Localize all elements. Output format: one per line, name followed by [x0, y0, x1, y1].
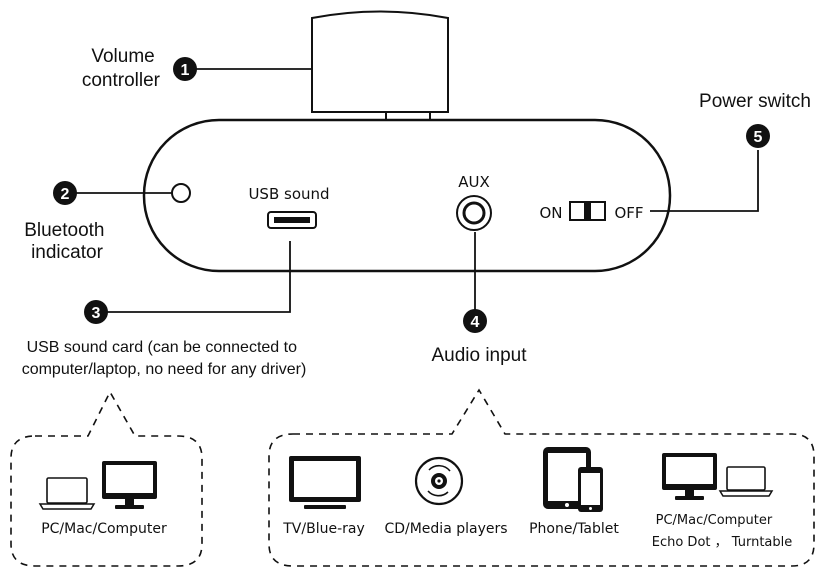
callout-2: 2: [53, 181, 77, 205]
tv-icon: [289, 456, 361, 509]
aux-port: [456, 195, 492, 231]
laptop-icon: [38, 477, 96, 510]
callout-1: 1: [173, 57, 197, 81]
tv-label: TV/Blue-ray: [282, 521, 365, 537]
volume-controller-label: Volume controller: [82, 46, 161, 91]
switch-off-label: OFF: [614, 204, 643, 222]
power-switch: [569, 201, 606, 221]
power-switch-label: Power switch: [699, 91, 811, 112]
phone-tablet-icon: [543, 447, 603, 512]
callout-4: 4: [463, 309, 487, 333]
usb-devices-bubble: [10, 390, 203, 567]
cd-icon: [414, 456, 464, 506]
svg-text:3: 3: [92, 305, 101, 322]
volume-knob: [311, 10, 449, 125]
monitor-icon: [102, 461, 157, 509]
leader-lines: [75, 68, 759, 313]
cd-label: CD/Media players: [384, 521, 507, 537]
svg-text:1: 1: [181, 62, 190, 79]
usb-port: [267, 211, 317, 229]
svg-text:4: 4: [471, 314, 480, 331]
usb-port-label: USB sound: [248, 185, 329, 203]
audio-input-label: Audio input: [431, 345, 527, 366]
bluetooth-indicator-label: Bluetooth indicator: [24, 220, 110, 263]
aux-port-label: AUX: [458, 173, 490, 191]
device-body: [142, 118, 672, 273]
phone-tablet-label: Phone/Tablet: [529, 521, 619, 537]
monitor-laptop-icon: [662, 453, 774, 500]
switch-on-label: ON: [539, 204, 562, 222]
svg-text:2: 2: [61, 186, 70, 203]
usb-sound-card-label: USB sound card (can be connected to comp…: [22, 339, 307, 378]
callout-3: 3: [84, 300, 108, 324]
bluetooth-led: [171, 183, 191, 203]
svg-text:5: 5: [754, 129, 763, 146]
usb-device-label: PC/Mac/Computer: [41, 521, 167, 537]
aux-devices-bubble: [268, 388, 815, 567]
callout-5: 5: [746, 124, 770, 148]
pc-echo-turntable-label: PC/Mac/Computer Echo Dot ， Turntable: [652, 513, 793, 550]
